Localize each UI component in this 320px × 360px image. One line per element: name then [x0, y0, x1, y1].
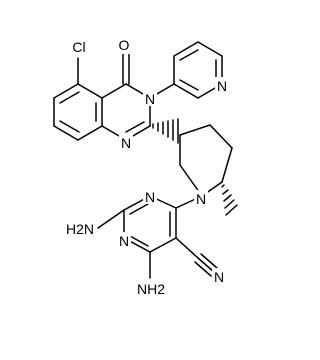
label-n1: N: [121, 135, 131, 151]
molecule-drawing: Cl O N N N N H2N N N NH2 N: [53, 36, 238, 297]
label-nitrile-n: N: [214, 269, 224, 285]
hashed-wedge-c2: [152, 118, 179, 144]
label-oxygen: O: [119, 37, 130, 53]
label-pyrimidine-n-top: N: [145, 189, 155, 205]
bond-lines: [53, 41, 238, 279]
label-nh2-left: H2N: [66, 221, 94, 237]
hashed-wedge-methyl: [221, 184, 238, 216]
label-pyrrolidine-n: N: [196, 191, 206, 207]
atom-labels: Cl O N N N N H2N N N NH2 N: [62, 36, 229, 297]
label-n3: N: [145, 91, 155, 107]
label-nh2-bottom: NH2: [137, 281, 165, 297]
label-cl: Cl: [72, 39, 85, 55]
label-pyrimidine-n-bottom: N: [119, 233, 129, 249]
structure-svg: Cl O N N N N H2N N N NH2 N: [53, 36, 238, 297]
label-pyridine-n: N: [217, 78, 227, 94]
